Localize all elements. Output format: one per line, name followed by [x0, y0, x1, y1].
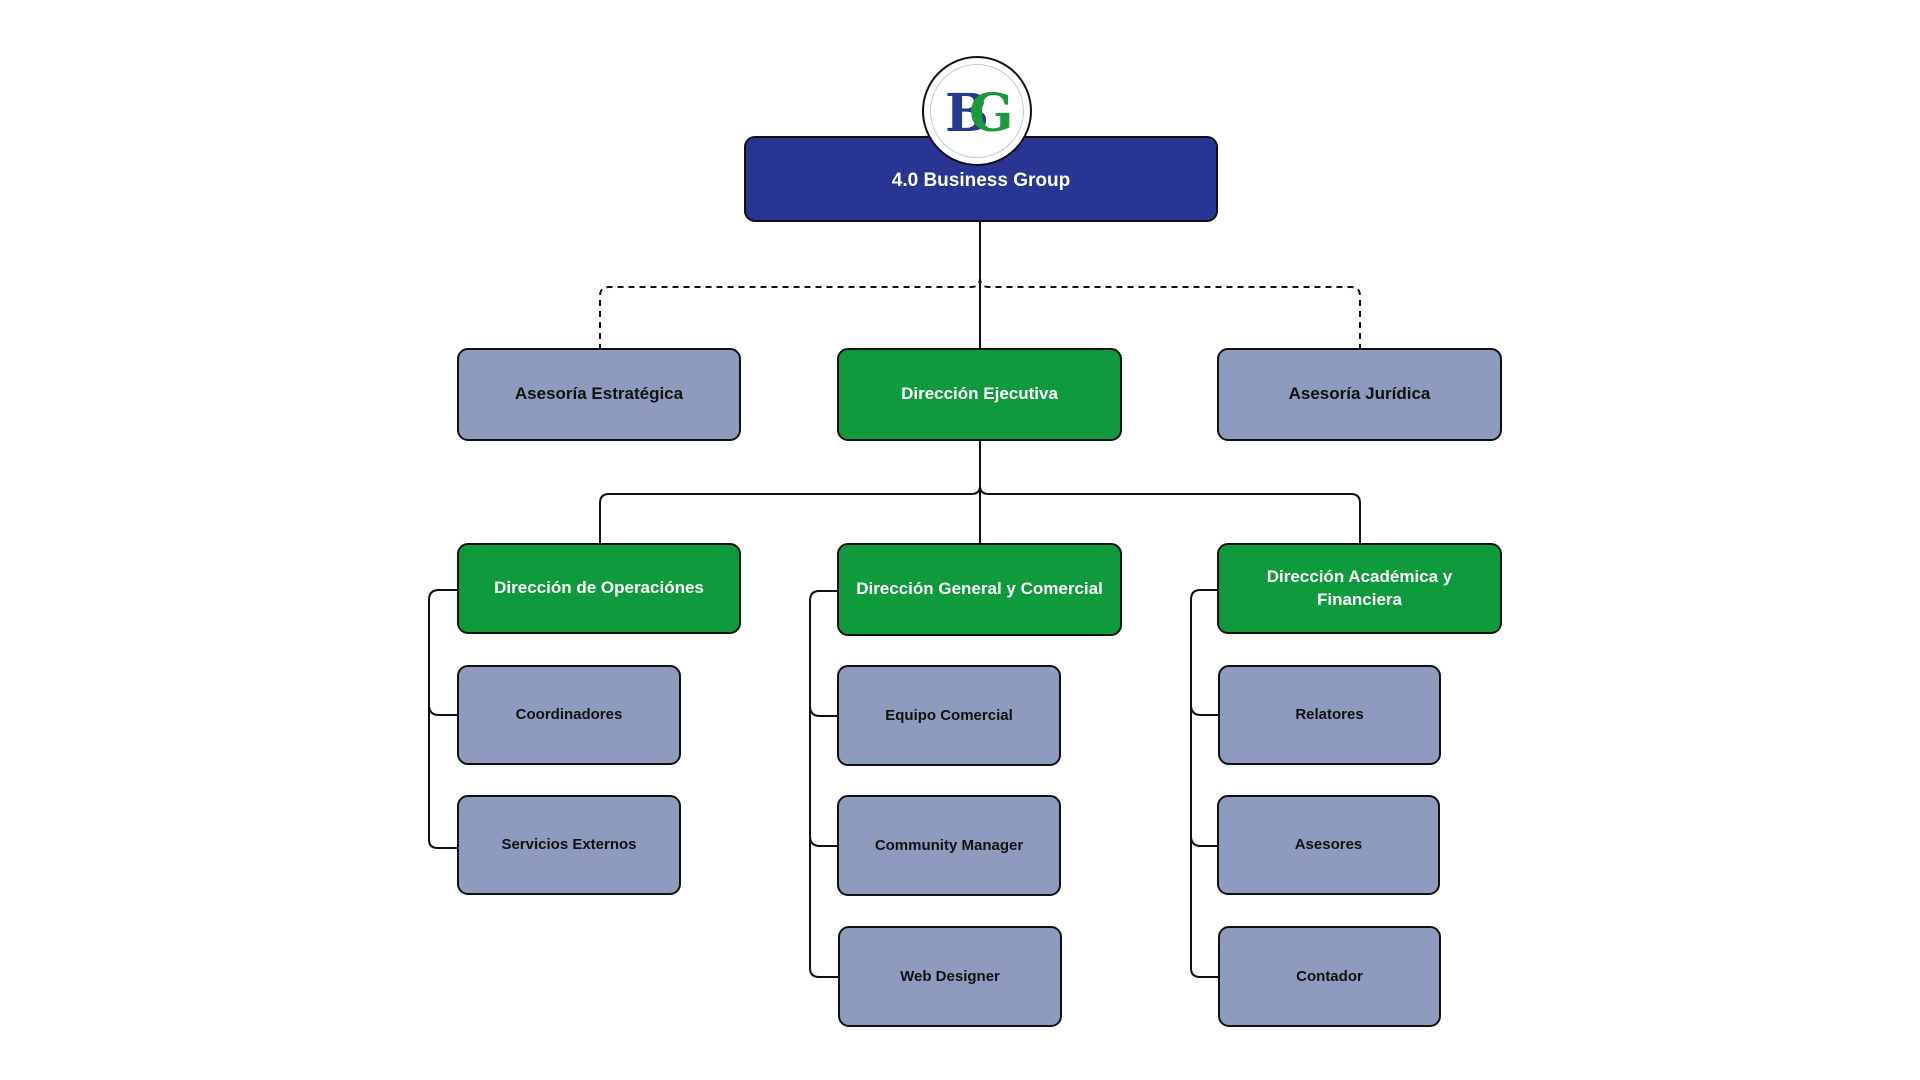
node-label: Community Manager — [874, 836, 1024, 854]
company-logo: B G — [922, 56, 1032, 166]
node-label: Servicios Externos — [501, 836, 637, 854]
node-asesoria-juridica: Asesoría Jurídica — [1217, 348, 1502, 441]
node-asesores: Asesores — [1217, 795, 1440, 895]
dashed-connector-juridica — [979, 222, 1361, 348]
node-coordinadores: Coordinadores — [457, 665, 681, 765]
connector-asesores — [1190, 835, 1217, 847]
node-direccion-academica-financiera: Dirección Académica y Financiera — [1217, 543, 1502, 634]
node-label: Dirección Ejecutiva — [901, 384, 1058, 404]
connector-operaciones-units — [428, 589, 457, 849]
node-label: Asesoría Estratégica — [514, 384, 684, 404]
root-label: 4.0 Business Group — [891, 169, 1071, 191]
node-equipo-comercial: Equipo Comercial — [837, 665, 1061, 766]
node-community-manager: Community Manager — [837, 795, 1061, 896]
node-label: Web Designer — [900, 967, 1000, 985]
connector-academica — [979, 441, 1361, 543]
connector-coordinadores — [428, 704, 457, 716]
node-servicios-externos: Servicios Externos — [457, 795, 681, 895]
connector-academica-units — [1190, 589, 1218, 978]
node-contador: Contador — [1218, 926, 1441, 1027]
connector-community — [809, 835, 837, 847]
node-direccion-ejecutiva: Dirección Ejecutiva — [837, 348, 1122, 441]
connector-operaciones — [599, 441, 981, 543]
node-direccion-general-comercial: Dirección General y Comercial — [837, 543, 1122, 636]
node-direccion-operaciones: Dirección de Operaciónes — [457, 543, 741, 634]
dashed-connector-estrategica — [599, 222, 981, 348]
node-relatores: Relatores — [1218, 665, 1441, 765]
node-label: Dirección Académica y Financiera — [1266, 567, 1453, 609]
connector-comercial-units — [809, 590, 838, 978]
node-label: Asesoría Jurídica — [1288, 384, 1431, 404]
node-label: Dirección General y Comercial — [856, 579, 1103, 599]
logo-ring: B G — [930, 64, 1024, 158]
connector-relatores — [1190, 704, 1218, 716]
node-asesoria-estrategica: Asesoría Estratégica — [457, 348, 741, 441]
svg-text:G: G — [969, 83, 1013, 141]
node-label: Asesores — [1294, 836, 1363, 854]
node-label: Dirección de Operaciónes — [494, 578, 704, 598]
node-label: Relatores — [1295, 706, 1364, 724]
node-web-designer: Web Designer — [838, 926, 1062, 1027]
connector-equipo — [809, 705, 837, 717]
node-label: Equipo Comercial — [885, 706, 1013, 724]
bg-monogram-logo-icon: B G — [945, 83, 1013, 141]
svg-text:B: B — [945, 83, 989, 141]
node-label: Contador — [1296, 967, 1363, 985]
node-label: Coordinadores — [515, 706, 623, 724]
